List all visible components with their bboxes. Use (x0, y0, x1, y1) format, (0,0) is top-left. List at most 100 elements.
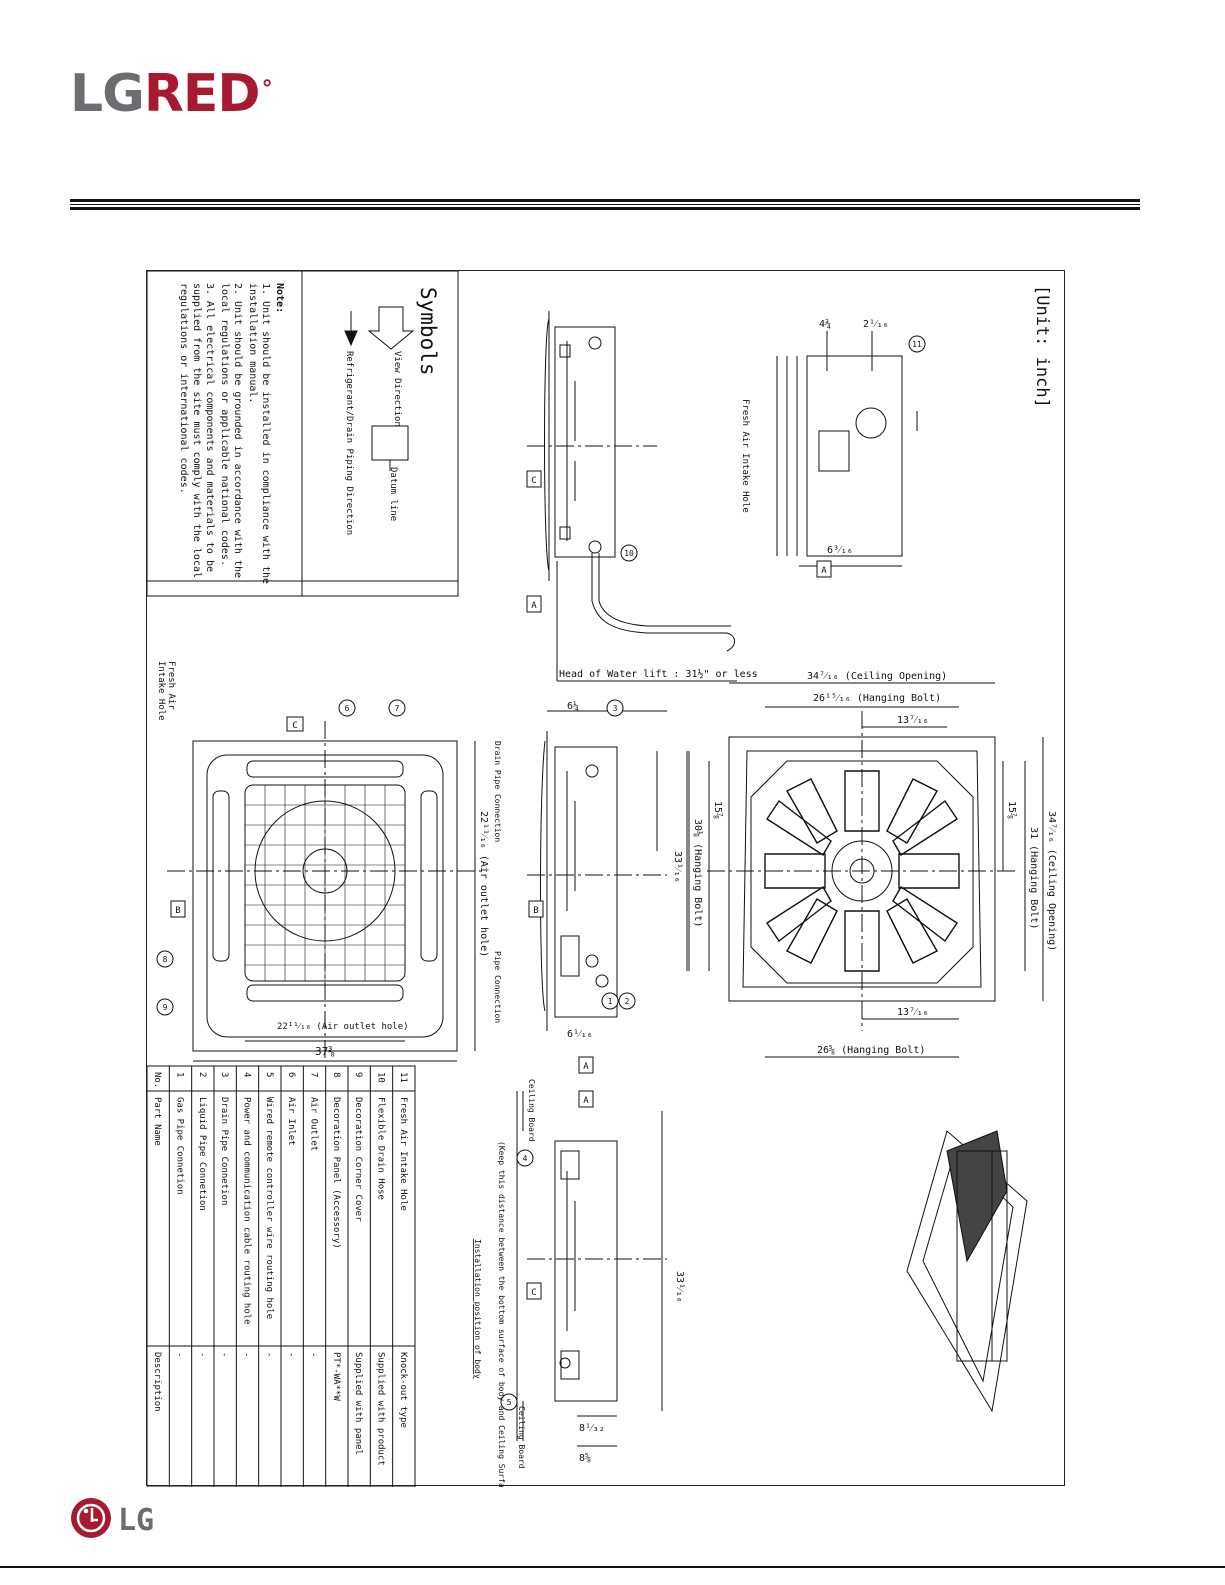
piping-direction-icon (344, 330, 358, 347)
drain-pipe-connection-label: Drain Pipe Connection (493, 741, 502, 842)
ceiling-board-label-bottom: Ceiling Board (517, 1406, 526, 1469)
note-line-7: regulations or international codes. (178, 283, 189, 494)
svg-text:11: 11 (912, 340, 922, 349)
datum-a-flag: A (531, 601, 537, 611)
table-cell-no: 7 (309, 1072, 319, 1077)
table-cell-name: Drain Pipe Connetion (219, 1097, 229, 1205)
table-cell-name: Liquid Pipe Connetion (197, 1097, 207, 1211)
symbols-title: Symbols (416, 287, 440, 376)
hanging-bolt-h2-label: 26⅝ (Hanging Bolt) (817, 1044, 925, 1056)
water-lift-label: Head of Water lift : 31½" or less (559, 668, 758, 680)
datum-line-icon (371, 425, 409, 461)
table-cell-no: 5 (264, 1072, 274, 1077)
lg-logo: LG (70, 1496, 190, 1540)
svg-text:7: 7 (395, 704, 400, 713)
svg-text:6: 6 (345, 704, 350, 713)
table-cell-name: Wired remote controller wire routing hol… (264, 1097, 274, 1319)
dim-6-1-4: 6¼ (567, 700, 579, 712)
datum-line-label: Datum line (388, 467, 398, 521)
table-cell-name: Decoration Panel (Accessory) (331, 1097, 341, 1249)
dim-4-3-4: 4¾ (819, 318, 831, 330)
svg-text:4: 4 (523, 1154, 528, 1163)
table-cell-no: 9 (353, 1072, 363, 1077)
table-cell-name: Decoration Corner Cover (353, 1097, 363, 1222)
piping-direction-label: Refrigerant/Drain Piping Direction (344, 351, 354, 535)
table-cell-desc: - (309, 1352, 319, 1357)
dim-33-1-16-install: 33¹⁄₁₆ (674, 1271, 685, 1303)
air-outlet-hole-v-label: 22¹¹⁄₁₆ (Air outlet hole) (478, 811, 489, 957)
intake-hole-label: Intake Hole (156, 661, 166, 721)
lgred-logo: LGRED° (70, 64, 273, 124)
note-line-2: installation manual. (247, 283, 258, 403)
table-cell-name: Gas Pipe Connetion (175, 1097, 185, 1195)
table-cell-name: Air Outlet (309, 1097, 319, 1151)
svg-text:1: 1 (608, 997, 613, 1006)
table-cell-no: 11 (398, 1072, 408, 1083)
svg-text:2: 2 (625, 997, 630, 1006)
logo-suffix: RED (143, 64, 261, 124)
dim-15-7-8-right: 15⅞ (1006, 801, 1018, 819)
table-cell-desc: - (175, 1352, 185, 1357)
header-rule-top (70, 199, 1140, 202)
dim-33-1-16: 33¹⁄₁₆ (672, 851, 683, 883)
table-cell-desc: - (286, 1352, 296, 1357)
table-cell-desc: Knock-out type (398, 1352, 408, 1428)
svg-text:3: 3 (613, 704, 618, 713)
table-cell-name: Power and communication cable routing ho… (242, 1097, 252, 1325)
note-line-3: 2. Unit should be grounded in accordance… (232, 283, 243, 578)
hanging-bolt-h-label: 26¹⁵⁄₁₆ (Hanging Bolt) (813, 693, 941, 704)
drawing-frame: C A A C B B A A C 10 11 6 7 3 8 9 2 1 4 … (146, 270, 1065, 1487)
keep-distance-note: (Keep this distance between the bottom s… (497, 1141, 506, 1487)
ceiling-board-label-top: Ceiling Board (527, 1079, 536, 1142)
datum-c-flag-3: C (531, 1288, 536, 1298)
table-header-no: No. (152, 1072, 162, 1088)
note-line-5: 3. All electrical components and materia… (204, 283, 215, 572)
fresh-air-label: Fresh Air (166, 661, 176, 710)
dim-8-1-32: 8¹⁄₃₂ (579, 1423, 605, 1434)
table-cell-desc: PT*-WA**W (331, 1352, 341, 1401)
table-cell-desc: - (219, 1352, 229, 1357)
svg-text:9: 9 (163, 1003, 168, 1012)
dim-8-5-8: 8⅝ (579, 1452, 591, 1464)
svg-text:5: 5 (507, 1398, 512, 1407)
lg-face-icon: LG (71, 1498, 154, 1538)
table-cell-name: Flexible Drain Hose (376, 1097, 386, 1200)
pipe-connection-label: Pipe Connection (493, 951, 502, 1023)
view-direction-icon (367, 306, 415, 350)
datum-a-flag-3: A (583, 1062, 589, 1072)
note-line-4: local regulations or applicable national… (219, 283, 230, 566)
table-cell-no: 4 (242, 1072, 252, 1077)
table-cell-no: 2 (197, 1072, 207, 1077)
hanging-bolt-v-label: 31 (Hanging Bolt) (1028, 827, 1039, 929)
header-rule-mid (70, 204, 1140, 205)
dim-15-7-8-left: 15⅞ (712, 801, 724, 819)
table-cell-desc: Supplied with panel (353, 1352, 363, 1455)
air-outlet-hole-h-label: 22¹¹⁄₁₆ (Air outlet hole) (277, 1022, 409, 1032)
datum-b-flag-2: B (533, 906, 538, 916)
isometric-unit (906, 1130, 1028, 1413)
svg-text:8: 8 (163, 955, 168, 964)
unit-label: [Unit: inch] (1032, 285, 1052, 408)
footer-rule (0, 1566, 1225, 1568)
technical-drawing: C A A C B B A A C 10 11 6 7 3 8 9 2 1 4 … (147, 271, 1057, 1487)
table-cell-no: 6 (286, 1072, 296, 1077)
table-cell-desc: - (197, 1352, 207, 1357)
overall-width-label: 37⅜ (315, 1045, 335, 1058)
view-direction-label: View Direction (392, 351, 402, 427)
dim-6-1-16: 6¹⁄₁₆ (567, 1029, 593, 1040)
fresh-air-intake-label: Fresh Air Intake Hole (740, 399, 750, 513)
datum-c-flag-2: C (292, 721, 297, 731)
table-cell-no: 10 (376, 1072, 386, 1083)
dim-13-7-16-top: 13⁷⁄₁₆ (897, 715, 929, 726)
dim-13-7-16-bottom: 13⁷⁄₁₆ (897, 1007, 929, 1018)
datum-a-flag-2: A (821, 566, 827, 576)
svg-text:10: 10 (624, 549, 634, 558)
installation-position-label: Installation position of body (473, 1239, 482, 1379)
table-cell-desc: - (242, 1352, 252, 1357)
table-cell-no: 1 (175, 1072, 185, 1077)
fresh-air-intake-circle (855, 407, 887, 439)
table-cell-no: 3 (219, 1072, 229, 1077)
header-rule-bottom (70, 207, 1140, 210)
datum-a-flag-4: A (583, 1096, 589, 1106)
